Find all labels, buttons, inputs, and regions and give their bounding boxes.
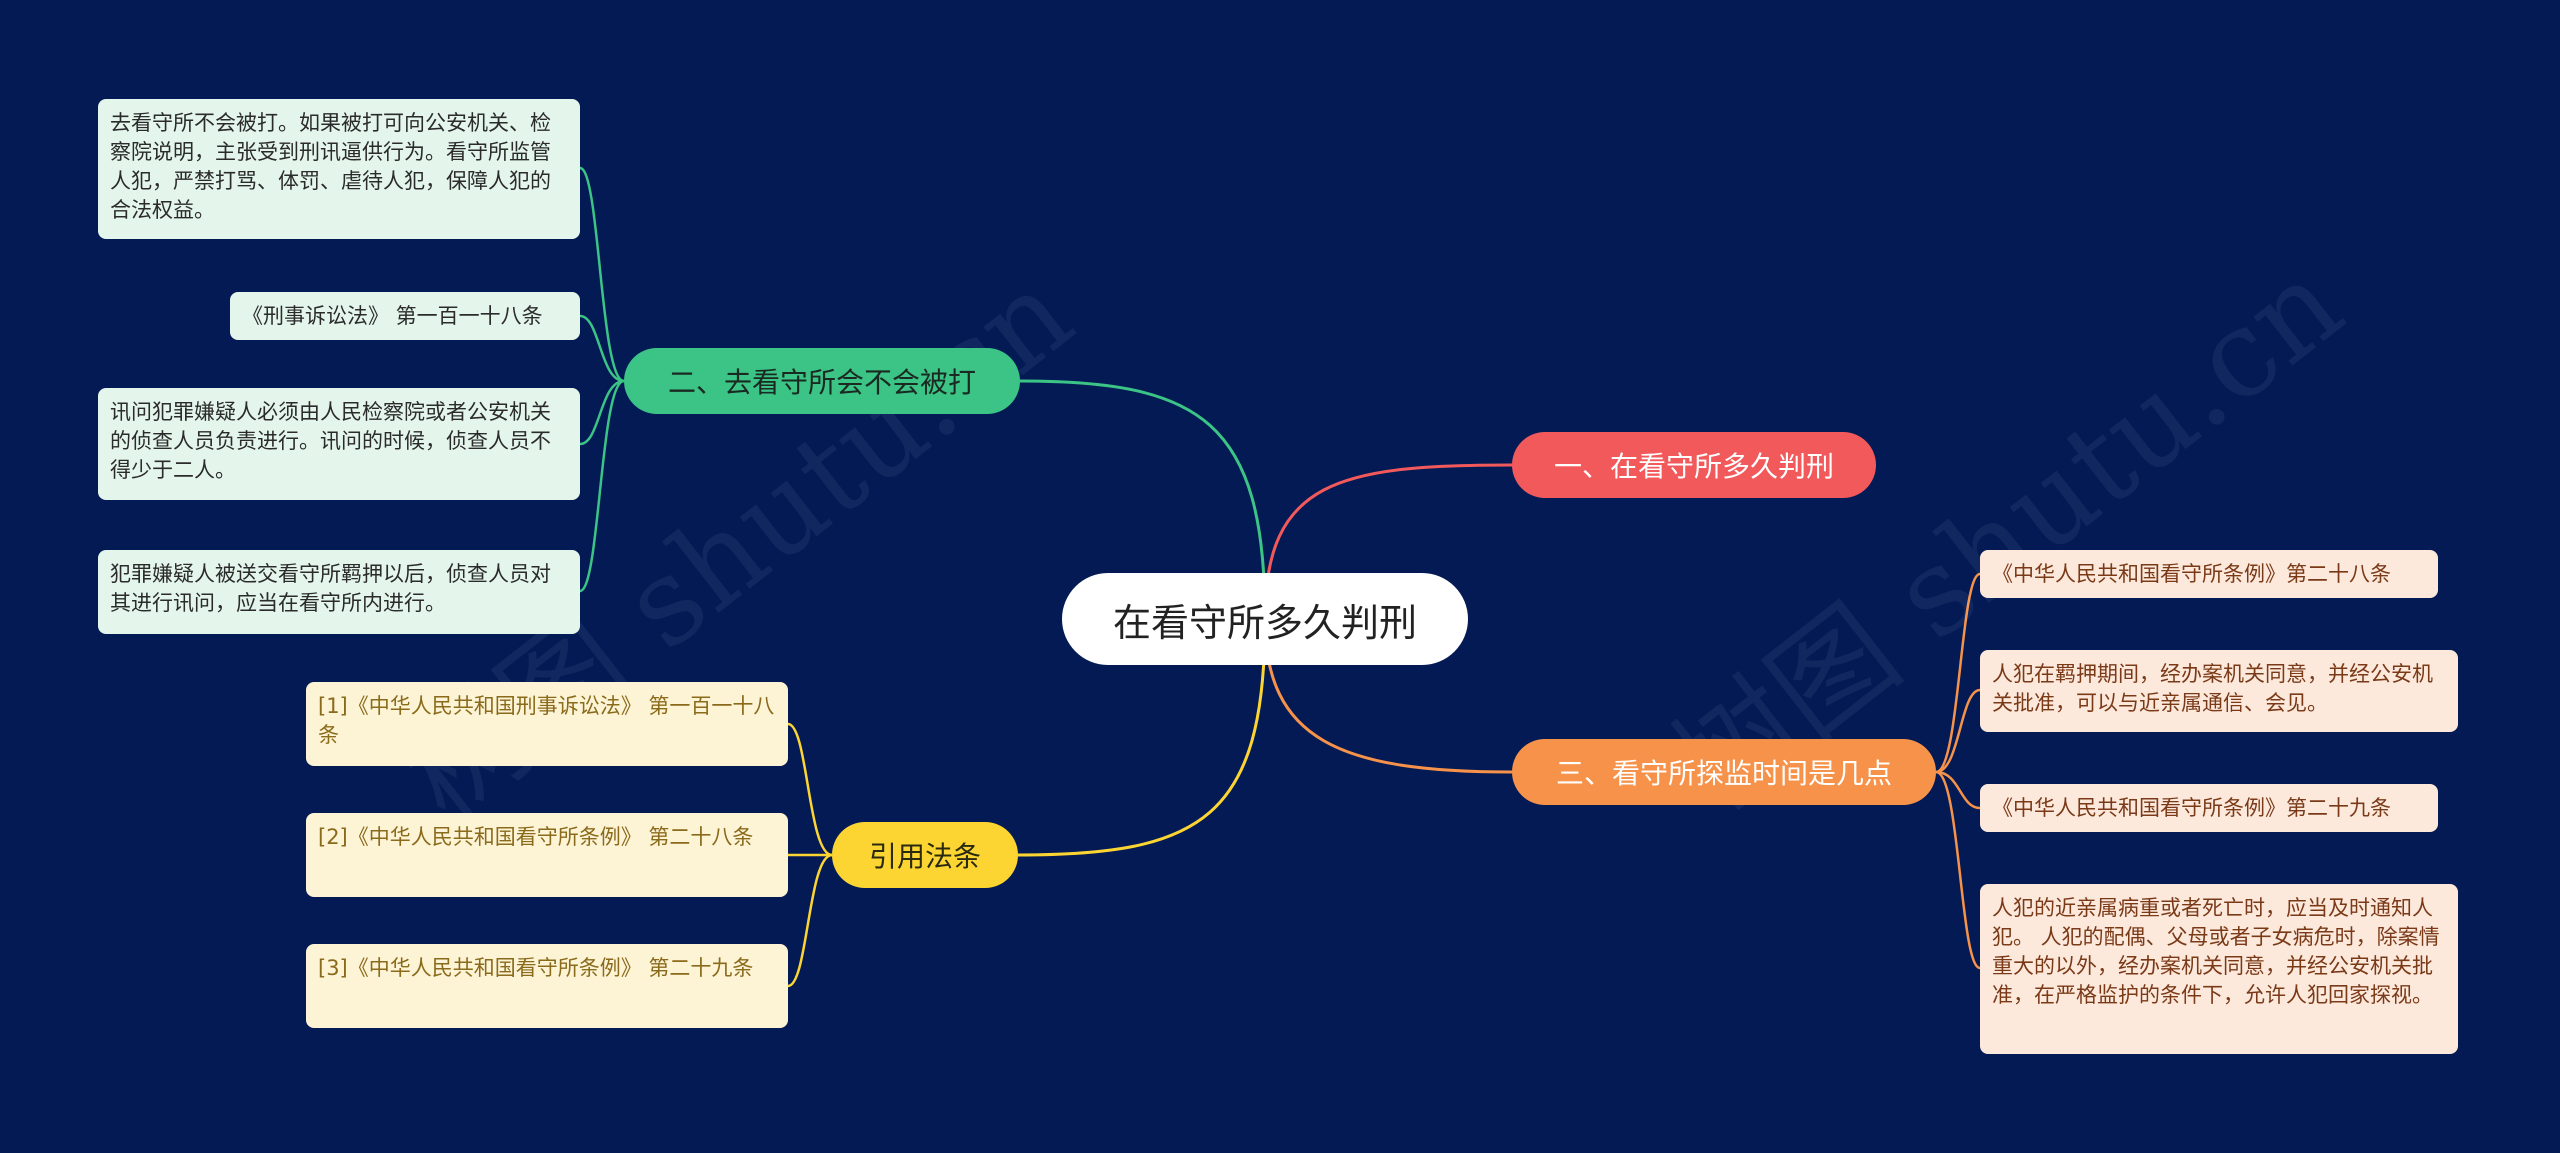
leaf-no-beating[interactable]: 去看守所不会被打。如果被打可向公安机关、检察院说明，主张受到刑讯逼供行为。看守所… (98, 99, 580, 239)
link-t2-l1 (579, 166, 625, 383)
topic-beaten-in-detention[interactable]: 二、去看守所会不会被打 (624, 348, 1020, 414)
link-root-t2 (1019, 379, 1267, 620)
leaf-citation-3[interactable]: [3]《中华人民共和国看守所条例》 第二十九条 (306, 944, 788, 1028)
leaf-communication-meeting[interactable]: 人犯在羁押期间，经办案机关同意，并经公安机关批准，可以与近亲属通信、会见。 (1980, 650, 2458, 732)
leaf-interrogation-location[interactable]: 犯罪嫌疑人被送交看守所羁押以后，侦查人员对其进行讯问，应当在看守所内进行。 (98, 550, 580, 634)
leaf-regulation-art28[interactable]: 《中华人民共和国看守所条例》第二十八条 (1980, 550, 2438, 598)
link-root-t1 (1263, 463, 1513, 620)
link-t2-l4 (579, 379, 625, 593)
link-t3-l2 (1935, 688, 1981, 774)
link-t2-l2 (579, 314, 625, 383)
link-t4-l3 (787, 853, 833, 988)
link-t3-l4 (1935, 770, 1981, 970)
topic-visiting-hours[interactable]: 三、看守所探监时间是几点 (1512, 739, 1936, 805)
topic-cited-laws[interactable]: 引用法条 (832, 822, 1018, 888)
leaf-criminal-procedure-art118[interactable]: 《刑事诉讼法》 第一百一十八条 (230, 292, 580, 340)
root-topic[interactable]: 在看守所多久判刑 (1062, 573, 1468, 665)
leaf-regulation-art29[interactable]: 《中华人民共和国看守所条例》第二十九条 (1980, 784, 2438, 832)
leaf-family-illness-visit[interactable]: 人犯的近亲属病重或者死亡时，应当及时通知人犯。 人犯的配偶、父母或者子女病危时，… (1980, 884, 2458, 1054)
link-t3-l3 (1935, 770, 1981, 810)
topic-sentence-duration[interactable]: 一、在看守所多久判刑 (1512, 432, 1876, 498)
link-root-t4 (1017, 618, 1267, 857)
leaf-citation-2[interactable]: [2]《中华人民共和国看守所条例》 第二十八条 (306, 813, 788, 897)
leaf-interrogation-personnel[interactable]: 讯问犯罪嫌疑人必须由人民检察院或者公安机关的侦查人员负责进行。讯问的时候，侦查人… (98, 388, 580, 500)
link-t2-l3 (579, 379, 625, 446)
leaf-citation-1[interactable]: [1]《中华人民共和国刑事诉讼法》 第一百一十八条 (306, 682, 788, 766)
link-t4-l1 (787, 722, 833, 857)
link-t3-l1 (1935, 572, 1981, 774)
